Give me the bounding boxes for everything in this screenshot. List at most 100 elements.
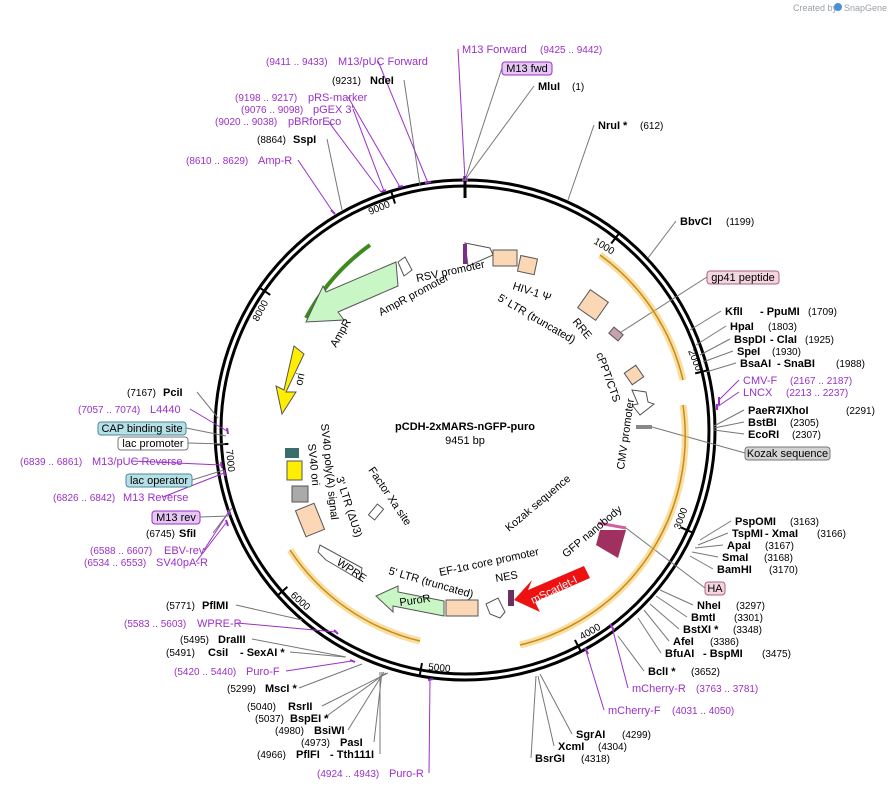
orf-arc-main xyxy=(519,404,686,646)
enzyme-label: BmtI xyxy=(691,612,715,624)
primer-label: M13/pUC Reverse xyxy=(92,456,182,468)
enzyme-label: BsaAI xyxy=(740,358,771,370)
primer-position: (9411 .. 9433) xyxy=(266,57,328,68)
feature-box xyxy=(744,446,831,461)
sv40-polya-label: SV40 poly(A) signal xyxy=(318,423,340,520)
enzyme-label: BsiWI xyxy=(314,725,345,737)
leader-line xyxy=(585,650,605,711)
tick-label-9000: 9000 xyxy=(367,199,392,218)
orf-arc-gp41 xyxy=(599,254,684,381)
enzyme-position: (5771) xyxy=(166,601,195,612)
enzyme-position: (3386) xyxy=(710,637,739,648)
feature-box xyxy=(151,510,201,525)
boxed-feature-label: gp41 peptide xyxy=(711,272,775,284)
primer-label: M13 Reverse xyxy=(123,492,188,504)
leader-line xyxy=(713,421,745,429)
enzyme-position: (4966) xyxy=(257,750,286,761)
puror-label: PuroR xyxy=(399,593,432,609)
primer-position: (9425 .. 9442) xyxy=(540,45,602,56)
leader-line xyxy=(713,429,745,435)
leader-line xyxy=(297,159,334,213)
ampr-arrow xyxy=(305,261,399,323)
primer-position: (6588 .. 6607) xyxy=(90,546,152,557)
leader-line xyxy=(539,673,573,735)
leader-line xyxy=(718,379,740,401)
tick-mark xyxy=(418,662,423,677)
enzyme-position: (2305) xyxy=(790,418,819,429)
enzyme-position: (3167) xyxy=(765,541,794,552)
feature-box xyxy=(706,270,780,285)
mscarlet-arrow xyxy=(514,566,590,612)
leader-line xyxy=(611,626,629,689)
leader-line xyxy=(298,663,363,689)
leader-line xyxy=(191,469,225,481)
tick-mark xyxy=(574,639,582,652)
enzyme-label: PaeR7I xyxy=(748,405,785,417)
leader-line xyxy=(689,555,714,570)
wpre-arrow xyxy=(317,544,363,581)
enzyme-label: AfeI xyxy=(673,636,694,648)
primer-label: Puro-R xyxy=(389,768,424,780)
enzyme-position: (6745) xyxy=(146,529,175,540)
leader-line xyxy=(689,310,722,331)
enzyme-label: PciI xyxy=(163,387,183,399)
enzyme-label: SspI xyxy=(293,134,316,146)
boxed-feature-label: lac operator xyxy=(130,475,188,487)
feature-box xyxy=(501,61,553,76)
primer-label: M13/pUC Forward xyxy=(338,56,428,68)
primer-label: CMV-F xyxy=(743,375,778,387)
primer-label: L4440 xyxy=(150,404,181,416)
primer-label: Puro-F xyxy=(246,666,280,678)
ef1a-label: EF-1α core promoter xyxy=(438,546,540,579)
enzyme-label: TspMI xyxy=(732,528,763,540)
leader-line xyxy=(236,622,337,633)
cmv-promoter-label: CMV promoter xyxy=(615,398,637,471)
factor-xa-box xyxy=(367,503,385,521)
tick-label-7000: 7000 xyxy=(223,449,236,473)
enzyme-position: (2307) xyxy=(792,430,821,441)
sv40-ori-label: SV40 ori xyxy=(305,443,321,486)
leader-line xyxy=(464,67,503,181)
enzyme-position: (3166) xyxy=(817,529,846,540)
enzyme-label: BsrGI xyxy=(535,753,565,765)
leader-line xyxy=(251,638,347,658)
primer-position: (2213 .. 2237) xyxy=(786,388,848,399)
enzyme-position: (1803) xyxy=(768,322,797,333)
enzyme-label-partner: - XhoI xyxy=(778,405,809,417)
ltr5-trunc-box xyxy=(445,599,479,617)
leader-line xyxy=(203,512,229,551)
enzyme-label: MscI * xyxy=(265,683,298,695)
enzyme-label: DraIII xyxy=(218,634,246,646)
enzyme-label: PflMI xyxy=(202,600,228,612)
leader-line xyxy=(347,671,385,731)
enzyme-position: (2291) xyxy=(846,406,875,417)
boxed-feature-label: lac promoter xyxy=(122,438,183,450)
leader-line xyxy=(695,325,727,346)
enzyme-label: SfiI xyxy=(179,528,196,540)
primer-position: (3763 .. 3781) xyxy=(696,684,758,695)
cmv-promoter-arrow xyxy=(631,389,656,416)
enzyme-position: (5495) xyxy=(180,635,209,646)
boxed-feature-label: Kozak sequence xyxy=(747,448,828,460)
enzyme-label: BstXI * xyxy=(683,624,719,636)
leader-line xyxy=(323,672,387,719)
leader-line xyxy=(195,522,227,563)
enzyme-position: (3170) xyxy=(769,565,798,576)
enzyme-position: (5299) xyxy=(227,684,256,695)
feature-box xyxy=(117,436,189,451)
enzyme-label-partner: - SnaBI xyxy=(777,358,815,370)
enzyme-position: (5491) xyxy=(166,648,195,659)
boxed-feature-label: HA xyxy=(707,583,723,595)
boxed-feature-label: CAP binding site xyxy=(101,423,182,435)
tick-mark xyxy=(680,526,694,534)
leader-line xyxy=(289,651,346,658)
leader-line xyxy=(647,220,677,259)
leader-line xyxy=(403,79,421,187)
enzyme-label-partner: - SexAI * xyxy=(240,647,285,659)
enzyme-position: (1925) xyxy=(805,335,834,346)
rre-box xyxy=(576,288,610,322)
enzyme-label: BfuAI xyxy=(665,648,694,660)
enzyme-label: EcoRI xyxy=(748,429,779,441)
tick-mark xyxy=(276,586,289,597)
enzyme-label-partner: - BspMI xyxy=(703,648,743,660)
